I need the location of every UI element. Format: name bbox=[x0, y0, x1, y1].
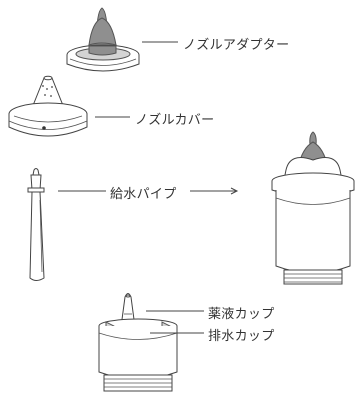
cups-illustration bbox=[98, 293, 178, 392]
nozzle-cover-illustration bbox=[8, 75, 88, 137]
assembled-unit-illustration bbox=[271, 131, 355, 285]
nozzle-cover-label: ノズルカバー bbox=[135, 113, 215, 128]
medicine-cup-label: 薬液カップ bbox=[208, 307, 275, 322]
nozzle-adapter-label: ノズルアダプター bbox=[183, 38, 290, 53]
drain-cup-label: 排水カップ bbox=[208, 329, 275, 344]
nozzle-adapter-illustration bbox=[66, 7, 140, 72]
water-pipe-label: 給水パイプ bbox=[110, 187, 177, 202]
water-pipe-illustration bbox=[27, 168, 45, 281]
arrow-head-icon bbox=[230, 187, 239, 195]
